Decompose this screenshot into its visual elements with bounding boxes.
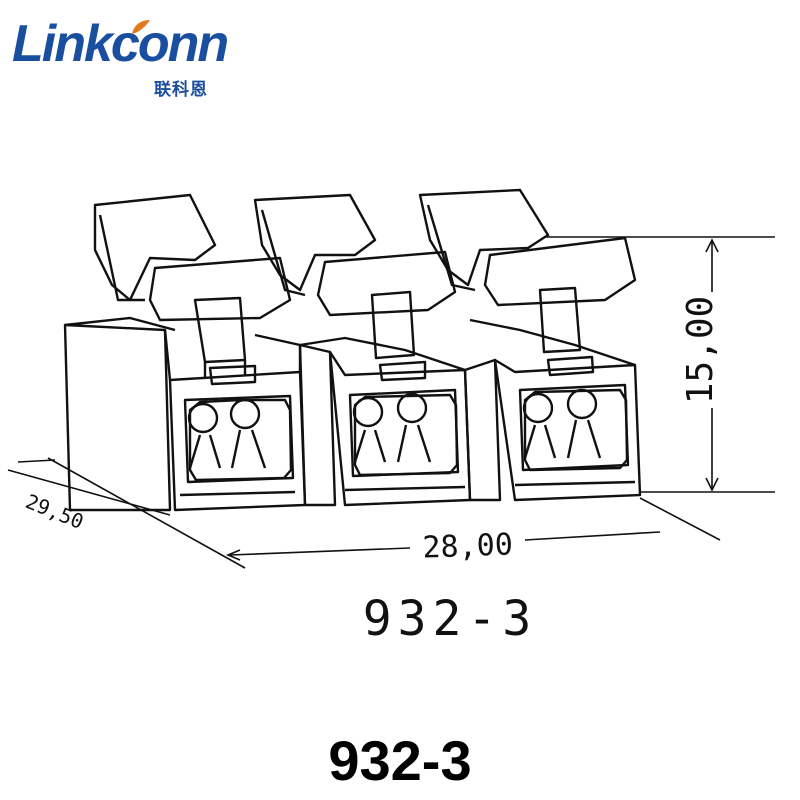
connector-drawing: 15,00 29,50 28,00 932-3: [7, 188, 775, 647]
linkconn-logo: Linkconn 联科恩: [12, 15, 242, 100]
connector-unit-3: [418, 188, 642, 502]
connector-unit-2: [253, 193, 472, 507]
height-dimension: 15,00: [680, 296, 721, 404]
logo-chinese-name: 联科恩: [154, 80, 208, 100]
part-number-label: 932-3: [363, 591, 538, 647]
connector-unit-1: [63, 193, 307, 512]
model-caption: 932-3: [328, 729, 472, 792]
width-dimension: 28,00: [422, 527, 513, 565]
logo-wordmark: Linkconn: [12, 15, 229, 73]
dimension-lines: [7, 236, 775, 569]
leaf-icon: [132, 20, 150, 34]
depth-dimension: 29,50: [22, 489, 87, 534]
